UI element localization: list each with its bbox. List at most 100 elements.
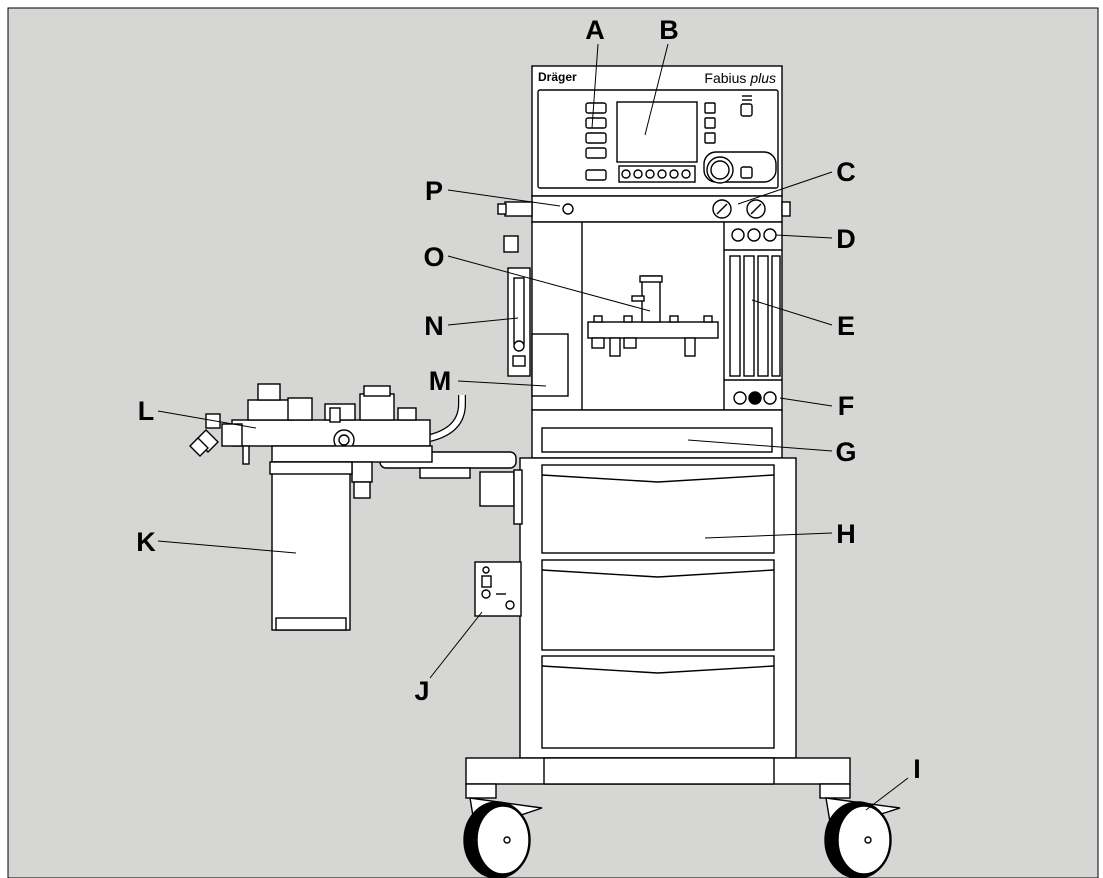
drawer-handle [541, 474, 775, 483]
work-shelf [531, 409, 783, 459]
callout-labels: A B C D E F G H I J K L M N O P [136, 15, 921, 784]
callout-o: O [423, 242, 444, 272]
caster-hub [864, 836, 872, 844]
leader-line-i [865, 777, 909, 811]
rail-tab [703, 315, 713, 323]
arm-bracket [419, 467, 471, 479]
mount-clip [631, 295, 645, 302]
side-connector-cap [497, 203, 507, 215]
drain-stem [242, 445, 250, 465]
corrugated-hose-inner [429, 395, 465, 441]
softkey [681, 169, 691, 179]
gauge-needle [716, 203, 728, 215]
side-connector [781, 201, 791, 217]
callout-l: L [138, 396, 155, 426]
flowmeter-tube [729, 255, 741, 377]
rail-tab [623, 315, 633, 323]
caster-hub [503, 836, 511, 844]
leader-line-d [775, 234, 833, 239]
callout-j: J [414, 676, 429, 706]
leader-line-j [429, 611, 483, 679]
valve-housing [247, 399, 293, 421]
callout-d: D [836, 224, 856, 254]
callout-b: B [659, 15, 679, 45]
canister-collar [269, 461, 353, 475]
manifold-endcap [221, 423, 243, 447]
side-power-panel [474, 561, 522, 617]
leader-line-a [591, 43, 599, 129]
callout-f: F [838, 391, 855, 421]
canister-base [275, 617, 347, 631]
flow-valve [747, 228, 761, 242]
softkey [657, 169, 667, 179]
side-connector [504, 201, 533, 217]
drawer-handle [541, 665, 775, 674]
panel-key [585, 132, 607, 144]
drawer [541, 559, 775, 651]
leader-lines [157, 43, 909, 811]
panel-key [585, 147, 607, 159]
vaporizer-rail [587, 321, 719, 339]
rail-tab [593, 315, 603, 323]
leader-line-l [157, 410, 257, 429]
flow-valve [763, 228, 777, 242]
valve-housing [397, 407, 417, 421]
power-key [740, 166, 753, 179]
leader-line-c [737, 171, 833, 205]
panel-key [585, 117, 607, 129]
o2-key [740, 103, 753, 117]
callout-h: H [836, 519, 856, 549]
power-panel-box [474, 561, 522, 617]
valve-dome-top [363, 385, 391, 397]
mount-post [641, 275, 661, 323]
callout-c: C [836, 157, 856, 187]
leader-line-g [687, 439, 833, 452]
valve-dome [359, 393, 395, 421]
ground-screw [505, 600, 515, 610]
caster-wheel-face [476, 805, 530, 875]
absorber-head [271, 445, 433, 463]
aux-flowmeter-knob [513, 340, 525, 352]
display-screen [616, 101, 698, 163]
rotary-knob-inner [710, 160, 730, 180]
callout-m: M [429, 366, 452, 396]
callout-n: N [424, 311, 444, 341]
flowmeter-tube [771, 255, 781, 377]
gauge-needle [750, 203, 762, 215]
callout-a: A [585, 15, 605, 45]
callout-e: E [837, 311, 855, 341]
leader-line-e [751, 299, 833, 326]
rail-lock [623, 337, 637, 349]
power-indicator [482, 566, 490, 574]
absorber-canister [271, 461, 351, 631]
panel-key [704, 117, 716, 129]
drawer-cabinet [519, 457, 797, 759]
leader-line-o [447, 255, 651, 312]
absorber-manifold [231, 419, 431, 447]
flow-valve [731, 228, 745, 242]
drawer [541, 655, 775, 749]
gauge-strip [497, 195, 791, 223]
leader-line-m [457, 380, 547, 387]
gas-control-knob [763, 391, 777, 405]
callout-p: P [425, 176, 443, 206]
breathing-system [189, 383, 523, 631]
middle-body [531, 221, 783, 411]
trolley-base [463, 757, 901, 878]
valve-housing [287, 397, 313, 421]
softkey [645, 169, 655, 179]
rail-tab [669, 315, 679, 323]
small-gauge [562, 203, 574, 215]
drawer [541, 464, 775, 554]
model-label: Fabius plus [704, 70, 776, 86]
storage-box [531, 333, 569, 397]
leader-line-n [447, 317, 519, 326]
sensor-block [353, 481, 371, 499]
gas-control-knob [748, 391, 762, 405]
leader-line-b [644, 43, 669, 136]
callout-g: G [835, 437, 856, 467]
aux-flowmeter-tube [513, 277, 525, 345]
valve-cap [257, 383, 281, 401]
writing-tray [541, 427, 773, 453]
